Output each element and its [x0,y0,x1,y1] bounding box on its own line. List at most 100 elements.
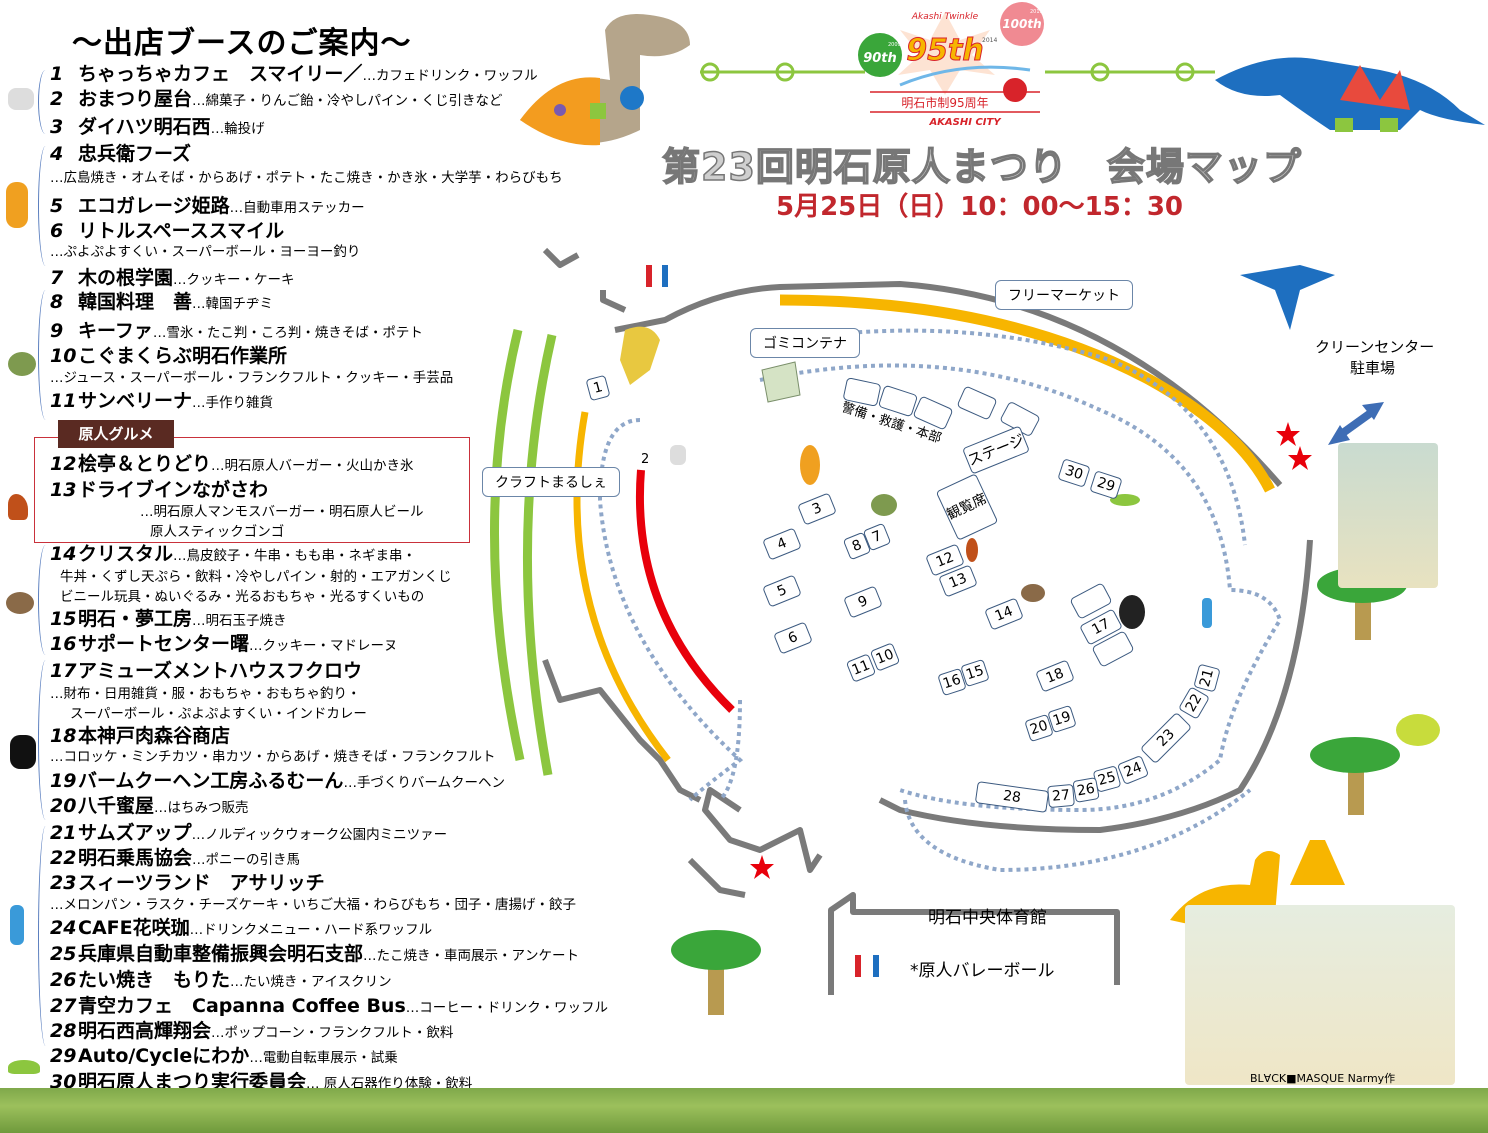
booth-name: 明石乗馬協会 [78,847,193,869]
booth-name: エコガレージ姫路 [78,195,230,217]
booth-description-line: …明石原人マンモスバーガー・明石原人ビール [140,504,424,520]
list-bracket [38,545,53,655]
booth-list-item: 26たい焼き もりた…たい焼き・アイスクリン [50,968,392,994]
booth-list-item: 29Auto/Cycleにわか…電動自転車展示・試乗 [50,1044,398,1070]
booth-description: …鳥皮餃子・牛串・もも串・ネギま串・ [173,548,417,564]
booth-description: …明石原人バーガー・火山かき氷 [211,458,414,474]
booth-description: …自動車用ステッカー [229,200,365,216]
booth-name: リトルスペーススマイル [78,220,285,242]
booth-number: 15 [50,608,77,630]
hedgehog-map-icon [1021,584,1045,602]
booth-name: バームクーヘン工房ふるむーん [78,770,344,792]
turtle-illustration-icon [8,352,36,376]
booth-description: …クッキー・ケーキ [173,272,295,288]
booth-list-item: 22明石乗馬協会…ポニーの引き馬 [50,846,300,872]
volcano-illustration [1290,840,1345,885]
flea-market-callout: フリーマーケット [995,280,1133,310]
booth-description: …手づくりバームクーヘン [343,775,506,791]
craft-market-callout: クラフトまるしぇ [482,467,620,497]
booth-number: 20 [50,795,77,817]
booth-number: 29 [50,1045,77,1067]
booth-description-line: …ぷよぷよすくい・スーパーボール・ヨーヨー釣り [50,244,361,260]
logo-90th-text: 90th [863,51,897,66]
green-path-inner [523,333,557,776]
logo-95th-text: 95th [906,33,983,68]
hedgehog-illustration-icon [6,592,34,614]
grass-border [0,1088,1488,1133]
logo-year-2019: 2019 [1030,9,1043,15]
page-title: 第23回明石原人まつり 会場マップ [661,144,1302,190]
booth-name: 兵庫県自動車整備振興会明石支部 [78,943,364,965]
map-booth-27: 27 [1047,783,1075,809]
booth-description-line: スーパーボール・ぷよぷよすくい・インドカレー [70,706,367,722]
booth-number: 27 [50,995,77,1017]
booth-description: …たこ焼き・車両展示・アンケート [363,948,580,964]
booth-number: 1 [50,63,64,85]
booth-description: …カフェドリンク・ワッフル [362,68,538,84]
venue-walls [542,247,1313,995]
booth-name: サムズアップ [78,822,192,844]
booth-name: 明石西高輝翔会 [78,1020,212,1042]
green-path-outer [490,328,525,761]
booth-name: サンベリーナ [78,390,193,412]
booth-name: 桧亭＆とりどり [78,453,212,475]
gymnasium-label: 明石中央体育館 [928,908,1047,928]
toilet-icon [646,265,879,977]
booth-number: 24 [50,917,77,939]
garbage-container-callout: ゴミコンテナ [750,328,860,358]
booth-number: 6 [50,220,64,242]
booth-name: Auto/Cycleにわか [78,1045,250,1067]
booth-name: 本神戸肉森谷商店 [78,725,231,747]
blank-booths [843,377,1134,667]
booth-number: 23 [50,872,77,894]
booth-description: …明石玉子焼き [192,613,287,629]
panda-illustration-icon [10,735,36,769]
star-markers [750,422,1312,879]
list-bracket [38,660,53,820]
booth-name: 韓国料理 善 [78,291,193,313]
gourmet-badge: 原人グルメ [58,420,174,448]
stegosaurus-illustration-icon [8,1060,40,1074]
yellow-dinosaur-map-icon [620,326,660,385]
list-title: ～出店ブースのご案内～ [72,26,412,61]
booth-number: 16 [50,633,77,655]
dinosaur-map-icon [966,538,978,562]
gourmet-section-box [34,437,470,543]
stegosaurus-map-icon [1110,494,1140,506]
vine-swirls [700,62,1195,82]
dotted-walkways [597,328,1283,873]
booth-name: アミューズメントハウスフクロウ [78,660,363,682]
booth-number: 17 [50,660,77,682]
turtle-map-icon [871,494,897,516]
booth-list-item: 21サムズアップ…ノルディックウォーク公園内ミニツァー [50,821,447,847]
booth-number: 10 [50,345,77,367]
map-booth-26: 26 [1072,777,1100,803]
booth-description: …コーヒー・ドリンク・ワッフル [405,1000,609,1016]
booth-list-item: 14クリスタル…鳥皮餃子・牛串・もも串・ネギま串・ [50,542,416,568]
booth-number: 30 [50,1071,77,1093]
booth-list-item: 24CAFE花咲珈…ドリンクメニュー・ハード系ワッフル [50,916,432,942]
booth-description-line: …コロッケ・ミンチカツ・串カツ・からあげ・焼きそば・フランクフルト [50,749,496,765]
booth-list-item: 17アミューズメントハウスフクロウ [50,659,362,685]
booth-description: …韓国チヂミ [192,296,274,312]
booth-name: 明石・夢工房 [78,608,193,630]
booth-number: 25 [50,943,77,965]
booth-list-item: 13ドライブインながさわ [50,478,268,504]
booth-number: 14 [50,543,77,565]
booth-description: …綿菓子・りんご飴・冷やしパイン・くじ引きなど [192,93,503,109]
booth-list-item: 6 リトルスペーススマイル [50,219,284,245]
dog-map-icon [670,445,686,465]
booth-description-line: ビニール玩具・ぬいぐるみ・光るおもちゃ・光るすくいもの [60,589,425,605]
booth-number: 22 [50,847,77,869]
booth-name: クリスタル [78,543,174,565]
pteranodon-illustration [1240,265,1335,330]
logo-caption-jp: 明石市制95周年 [901,95,988,110]
logo-twinkle-text: Akashi Twinkle [911,12,979,22]
booth-description-line: …メロンパン・ラスク・チーズケーキ・いちご大福・わらびもち・団子・唐揚げ・餃子 [50,897,576,913]
booth-list-item: 20八千蜜屋…はちみつ販売 [50,794,249,820]
